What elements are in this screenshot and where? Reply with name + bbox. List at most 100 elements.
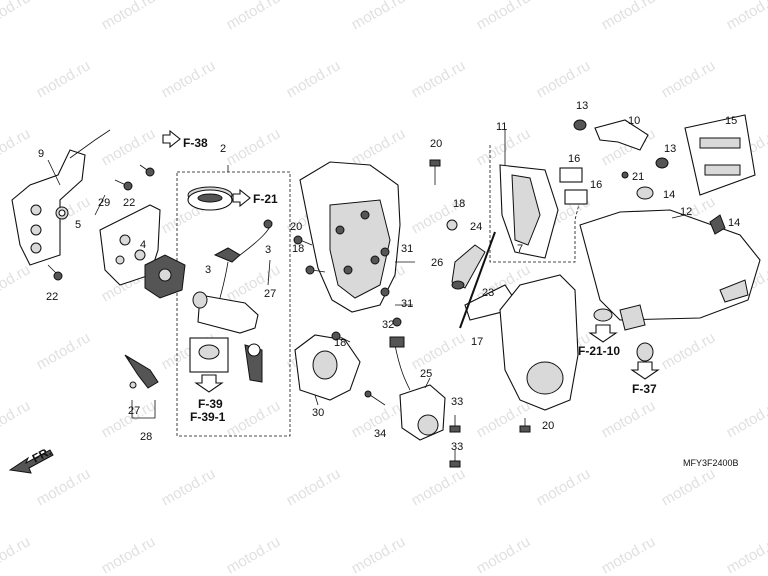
diagram-code: MFY3F2400B	[683, 458, 739, 468]
callout-3: 3	[205, 264, 211, 276]
callout-4: 4	[140, 239, 146, 251]
part-15-emblem	[684, 114, 756, 196]
part-3-key-box	[189, 337, 263, 383]
callout-16: 16	[568, 153, 580, 165]
watermark-text: motod.ru	[659, 57, 719, 101]
callout-16: 16	[590, 179, 602, 191]
part-25-switch	[389, 336, 446, 441]
watermark-text: motod.ru	[474, 0, 534, 33]
watermark-text: motod.ru	[724, 533, 768, 576]
ref-f21: F-21	[253, 192, 278, 206]
ref-f37: F-37	[632, 382, 657, 396]
callout-34: 34	[374, 428, 386, 440]
watermark-text: motod.ru	[599, 397, 659, 441]
cover-group-box	[489, 145, 581, 263]
watermark-text: motod.ru	[0, 533, 33, 576]
callout-18: 18	[334, 337, 346, 349]
small-parts-right	[573, 119, 726, 362]
callout-2: 2	[220, 143, 226, 155]
callout-17: 17	[471, 336, 483, 348]
watermark-text: motod.ru	[474, 533, 534, 576]
part-26-housing	[299, 161, 401, 313]
part-24-tool-handle	[451, 244, 486, 290]
watermark-text: motod.ru	[0, 261, 33, 305]
part-3-ignition-switch	[192, 219, 273, 334]
callout-14: 14	[728, 217, 740, 229]
watermark-text: motod.ru	[34, 57, 94, 101]
ref-f21-10: F-21-10	[578, 344, 620, 358]
watermark-text: motod.ru	[224, 533, 284, 576]
watermark-text: motod.ru	[224, 125, 284, 169]
callout-9: 9	[38, 148, 44, 160]
part-12-side-cover	[579, 209, 761, 331]
part-2-fuel-cap	[187, 186, 233, 211]
callout-25: 25	[420, 368, 432, 380]
callout-20: 20	[290, 221, 302, 233]
watermark-text: motod.ru	[224, 397, 284, 441]
bolts-center	[293, 159, 531, 468]
callout-20: 20	[542, 420, 554, 432]
watermark-text: motod.ru	[99, 533, 159, 576]
watermark-text: motod.ru	[34, 329, 94, 373]
watermark-text: motod.ru	[349, 533, 409, 576]
callout-31: 31	[401, 243, 413, 255]
watermark-text: motod.ru	[409, 465, 469, 509]
callout-21: 21	[632, 171, 644, 183]
callout-24: 24	[470, 221, 482, 233]
arrow-f39	[194, 374, 224, 393]
watermark-text: motod.ru	[159, 57, 219, 101]
arrow-f21-10	[588, 324, 618, 343]
part-30-plate	[294, 334, 361, 401]
part-10-bracket	[594, 119, 649, 151]
callout-32: 32	[382, 319, 394, 331]
callout-3: 3	[265, 244, 271, 256]
watermark-text: motod.ru	[534, 465, 594, 509]
callout-7: 7	[517, 243, 523, 255]
part-28-key	[124, 354, 159, 419]
watermark-text: motod.ru	[349, 0, 409, 33]
callout-20: 20	[430, 138, 442, 150]
watermark-text: motod.ru	[599, 0, 659, 33]
callout-18: 18	[292, 243, 304, 255]
callout-22: 22	[46, 291, 58, 303]
watermark-text: motod.ru	[409, 329, 469, 373]
watermark-text: motod.ru	[349, 125, 409, 169]
callout-22: 22	[123, 197, 135, 209]
callout-18: 18	[453, 198, 465, 210]
watermark-text: motod.ru	[724, 0, 768, 33]
callout-33: 33	[451, 441, 463, 453]
callout-33: 33	[451, 396, 463, 408]
callout-31: 31	[401, 298, 413, 310]
ref-f38: F-38	[183, 136, 208, 150]
callout-13: 13	[664, 143, 676, 155]
callout-26: 26	[431, 257, 443, 269]
callout-13: 13	[576, 100, 588, 112]
part-7-cover	[499, 274, 579, 411]
part-16-labels	[559, 167, 588, 205]
part-9-bracket	[11, 129, 111, 266]
callout-23: 23	[482, 287, 494, 299]
watermark-text: motod.ru	[224, 0, 284, 33]
watermark-text: motod.ru	[284, 57, 344, 101]
callout-28: 28	[140, 431, 152, 443]
front-arrow-icon	[8, 449, 54, 474]
watermark-text: motod.ru	[409, 57, 469, 101]
watermark-text: motod.ru	[724, 397, 768, 441]
callout-10: 10	[628, 115, 640, 127]
callout-27: 27	[264, 288, 276, 300]
callout-29: 29	[98, 197, 110, 209]
watermark-text: motod.ru	[0, 0, 33, 33]
callout-27: 27	[128, 405, 140, 417]
callout-30: 30	[312, 407, 324, 419]
watermark-text: motod.ru	[34, 465, 94, 509]
watermark-text: motod.ru	[99, 0, 159, 33]
callout-14: 14	[663, 189, 675, 201]
watermark-text: motod.ru	[534, 57, 594, 101]
ref-f39: F-39	[198, 397, 223, 411]
bolts-left	[47, 164, 155, 281]
watermark-text: motod.ru	[474, 397, 534, 441]
part-17-screwdriver	[459, 231, 496, 329]
